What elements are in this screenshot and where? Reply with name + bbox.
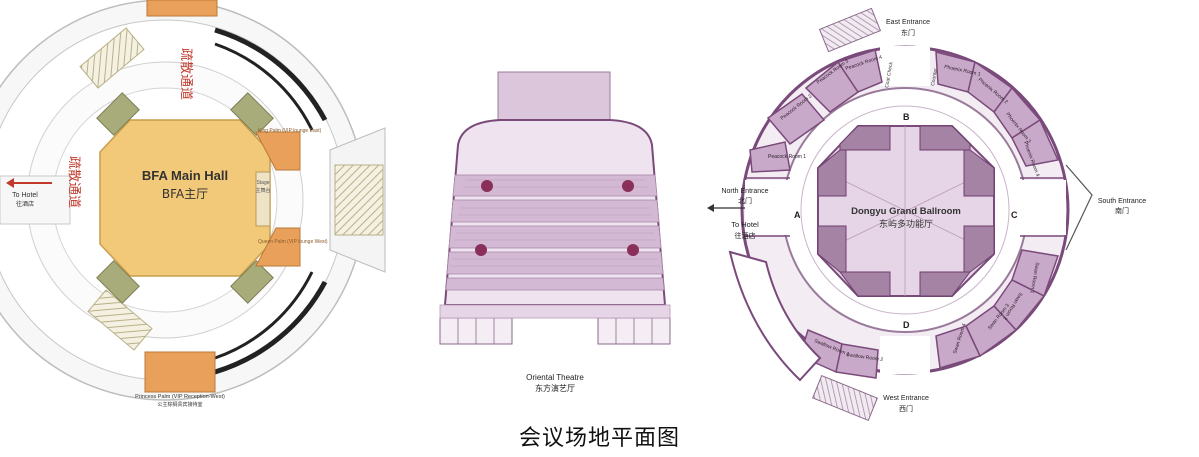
peacock-room-1-label: Peacock Room 1 — [768, 154, 806, 160]
bfa-princess-palm-cn-label: 公主棕榈贵宾接待室 — [157, 401, 202, 408]
north-entrance-cn-label: 北门 — [738, 196, 752, 205]
theatre-plan: Oriental Theatre 东方演艺厅 — [439, 71, 671, 393]
figure-caption: 会议场地平面图 — [518, 426, 680, 451]
bfa-stage-label: Stage — [256, 180, 269, 186]
section-c-label: C — [1011, 210, 1018, 220]
south-entrance-label: South Entrance — [1098, 198, 1146, 205]
swan-room-1-label: Swan Room 1 — [1029, 262, 1040, 294]
bfa-main-hall-cn-label: BFA主厅 — [162, 187, 208, 201]
bfa-main-hall-label: BFA Main Hall — [142, 168, 228, 183]
bfa-to-hotel-cn-label: 往酒店 — [16, 200, 34, 208]
section-d-label: D — [903, 320, 910, 330]
coat-check-label: Coat Check — [884, 61, 895, 88]
counter-label: Counter — [930, 67, 939, 86]
dongyu-plan: Dongyu Grand Ballroom 东屿多功能厅 East Entran… — [707, 7, 1146, 422]
bfa-to-hotel-label: To Hotel — [12, 192, 38, 199]
theatre-name-label: Oriental Theatre — [526, 373, 584, 382]
bfa-princess-palm-label: Princess Palm (VIP Reception-West) — [135, 394, 225, 400]
bfa-stage-cn-label: 主舞台 — [255, 187, 270, 194]
dongyu-to-hotel-cn-label: 往酒店 — [735, 231, 756, 240]
section-b-label: B — [903, 112, 910, 122]
bfa-king-palm-label: King Palm (VIP lounge East) — [258, 128, 322, 134]
east-entrance-cn-label: 东门 — [901, 28, 915, 37]
dongyu-to-hotel-label: To Hotel — [731, 220, 759, 229]
bfa-queen-palm-label: Queen Palm (VIP lounge West) — [258, 239, 328, 245]
dongyu-ballroom-label: Dongyu Grand Ballroom — [851, 206, 961, 217]
west-entrance-cn-label: 西门 — [899, 404, 913, 413]
section-a-label: A — [794, 210, 801, 220]
dongyu-ballroom-cn-label: 东屿多功能厅 — [879, 218, 933, 230]
bfa-evac-label-top: 疏散通道 — [178, 48, 193, 100]
north-entrance-label: North Entrance — [721, 188, 768, 195]
south-entrance-cn-label: 南门 — [1115, 206, 1129, 215]
bfa-evac-label-left: 疏散通道 — [66, 156, 81, 208]
east-entrance-label: East Entrance — [886, 19, 930, 26]
theatre-seating — [445, 174, 665, 291]
bfa-plan: BFA Main Hall BFA主厅 To Hotel 往酒店 疏散通道 疏散… — [0, 0, 386, 418]
swallow-room-2-label: Swallow Room 2 — [846, 352, 884, 363]
west-entrance-label: West Entrance — [883, 395, 929, 402]
theatre-name-cn-label: 东方演艺厅 — [535, 383, 575, 393]
